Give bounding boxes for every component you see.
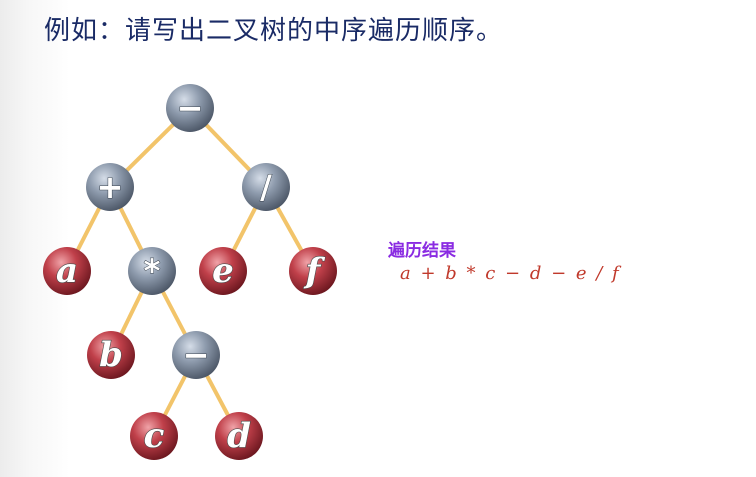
tree-node-circle bbox=[166, 84, 214, 132]
tree-node-c: c bbox=[130, 412, 178, 460]
traversal-result-expression: a + b * c − d − e / f bbox=[400, 263, 621, 284]
tree-node-circle bbox=[215, 412, 263, 460]
tree-node-label: e bbox=[212, 251, 234, 291]
tree-node-div: / bbox=[242, 163, 290, 211]
tree-node-circle bbox=[86, 163, 134, 211]
tree-node-label: c bbox=[144, 416, 165, 456]
traversal-result-label: 遍历结果 bbox=[388, 241, 456, 261]
tree-node-circle bbox=[128, 247, 176, 295]
tree-node-circle bbox=[242, 163, 290, 211]
tree-node-d: d bbox=[215, 412, 263, 460]
tree-node-a: a bbox=[43, 247, 91, 295]
tree-node-minus2: − bbox=[172, 331, 220, 379]
tree-node-circle bbox=[87, 331, 135, 379]
tree-node-circle bbox=[43, 247, 91, 295]
tree-node-label: − bbox=[183, 336, 210, 374]
tree-node-root: − bbox=[166, 84, 214, 132]
tree-node-label: b bbox=[99, 335, 123, 375]
tree-node-e: e bbox=[199, 247, 247, 295]
page-title: 例如：请写出二叉树的中序遍历顺序。 bbox=[44, 16, 504, 46]
tree-node-label: / bbox=[260, 168, 272, 206]
tree-node-f: f bbox=[289, 247, 337, 295]
tree-node-label: − bbox=[177, 89, 204, 127]
tree-node-mul: * bbox=[128, 247, 176, 295]
tree-node-plus: + bbox=[86, 163, 134, 211]
tree-node-label: d bbox=[227, 416, 251, 456]
tree-node-circle bbox=[289, 247, 337, 295]
tree-node-label: * bbox=[144, 252, 161, 290]
tree-node-circle bbox=[199, 247, 247, 295]
tree-node-label: a bbox=[56, 251, 78, 291]
tree-node-b: b bbox=[87, 331, 135, 379]
tree-node-circle bbox=[172, 331, 220, 379]
tree-node-circle bbox=[130, 412, 178, 460]
tree-node-label: + bbox=[97, 168, 124, 206]
